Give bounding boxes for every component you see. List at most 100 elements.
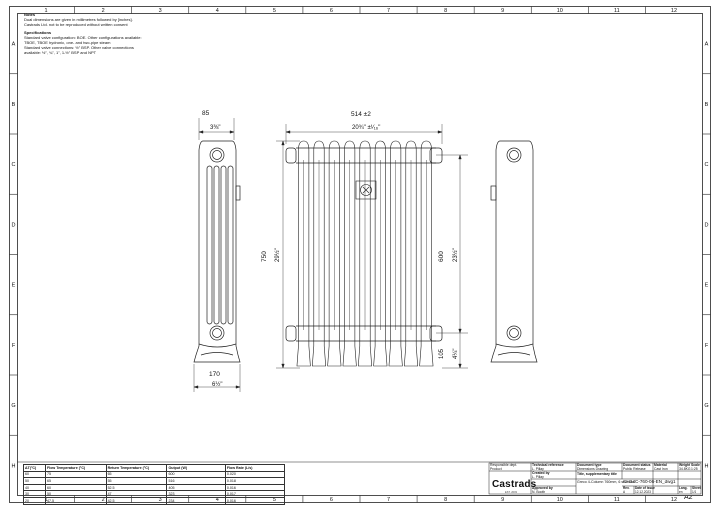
created-by-label: Created by [532,471,550,475]
radiator-section [403,140,419,367]
lang: en [679,490,683,494]
rev: A [623,490,626,494]
notes-title: Notes [24,12,36,17]
grid-column-label: 12 [671,497,677,503]
grid-row-label: F [705,343,709,349]
scale: 1:25 [691,467,698,471]
lang-label: Lang. [679,486,688,490]
responsible-dept: Product [490,467,502,471]
notes-line: Castrads Ltd. not to be reproduced witho… [24,21,128,27]
radiator-section [373,140,388,367]
material: Cast Iron [654,467,668,471]
height-mm-label: 750 [261,251,268,262]
width-mm-label: 514 ±2 [351,111,371,118]
side-view-right [490,140,538,363]
scale-label: Scale [691,463,700,467]
grid-row-label: A [705,42,709,48]
table-cell: 234 [166,496,226,505]
grid-column-label: 8 [444,8,447,14]
front-view [285,147,443,342]
grid-row-label: G [11,403,15,409]
grid-column-label: 10 [557,8,563,14]
document-status: Public Release [623,467,646,471]
approved-by-label: Approved by [532,486,553,490]
radiator-section [311,140,327,367]
radiator-section [419,140,434,367]
grid-column-label: 6 [330,497,333,503]
height-dimension [276,140,300,369]
spec-line: Standard valve configuration: BOE. Other… [24,35,142,41]
depth-in-label: 3⅜" [210,125,220,131]
technical-ref: L. Pillay [532,467,544,471]
grid-column-label: 2 [102,8,105,14]
paper-size: A2 [684,496,693,501]
radiator-section [357,140,373,367]
heat-output-table: ΔT(°C)Flow Temperature (°C)Return Temper… [22,464,286,505]
table-cell: 0.016 [224,496,286,505]
foot-height-mm-label: 105 [439,348,445,359]
grid-row-label: B [705,102,709,108]
height-in-label: 29½" [274,248,281,262]
grid-row-label: A [12,42,16,48]
material-label: Material [654,463,667,467]
grid-row-label: E [12,283,16,289]
notes-block: Notes Dual dimensions are given in milli… [24,12,174,55]
company-logo: Castrads [492,479,537,490]
grid-row-label: B [12,102,16,108]
approved-by: N. Booth [532,490,546,494]
grid-column-label: 11 [614,8,620,14]
title-label: Title, supplementary title [577,472,617,476]
side-view-left [193,140,241,363]
grid-column-label: 12 [671,8,677,14]
radiator-section [327,140,342,367]
radiator-sections [296,140,434,367]
grid-column-label: 5 [273,8,276,14]
depth-mm-label: 85 [202,110,210,117]
rev-label: Rev. [623,486,630,490]
date: 12.12.2023 [635,490,651,494]
sheet-label: Sheet [692,486,701,490]
weight-label: Weight [679,463,691,467]
foot-width-in-label: 6½" [212,381,222,388]
radiator-section [296,140,311,367]
technical-ref-label: Technical reference [532,463,564,467]
grid-column-label: 10 [557,497,563,503]
spec-line: Standard valve connections: ½" BSP. Othe… [24,44,134,50]
doc-number: Cl-G4C-760-06-EN_dwg1 [623,480,676,484]
depth-dimension [198,118,235,140]
table-cell: 20 [22,496,47,505]
grid-row-label: C [12,162,16,168]
centres-dimension [436,154,468,334]
foot-height-in-label: 4¼" [453,349,459,359]
notes-line: Dual dimensions are given in millimetres… [24,16,133,22]
grid-column-label: 9 [501,8,504,14]
spec-title: Specifications [24,30,52,36]
responsible-dept-label: Responsible dept. [490,463,518,467]
grid-row-label: D [705,222,709,228]
grid-column-label: 6 [330,8,333,14]
grid-column-label: 3 [159,8,162,14]
width-in-label: 20¾" ±¹⁄₁₆" [352,125,380,131]
created-by: L. Pillay [532,475,544,479]
spec-line: available: ½", ¾", 1", 1-½" BSP and NPT [24,49,97,55]
grid-column-label: 9 [501,497,504,503]
weight: 34.8KG [679,467,691,471]
width-dimension [285,124,443,144]
grid-row-label: F [12,343,16,349]
grid-column-label: 11 [614,497,620,503]
centres-mm-label: 600 [438,251,445,262]
radiator-section [342,140,357,367]
grid-row-label: D [12,222,16,228]
drawing-title: Greco 4-Column 760mm, 6 sections [577,480,635,484]
document-type-label: Document type [577,463,602,467]
grid-row-label: E [705,283,709,289]
grid-row-label: G [704,403,708,409]
grid-column-label: 4 [216,8,219,14]
document-type: Dimensions Drawing [577,467,609,471]
foot-height-dimension [442,333,468,369]
grid-column-label: 7 [387,8,390,14]
